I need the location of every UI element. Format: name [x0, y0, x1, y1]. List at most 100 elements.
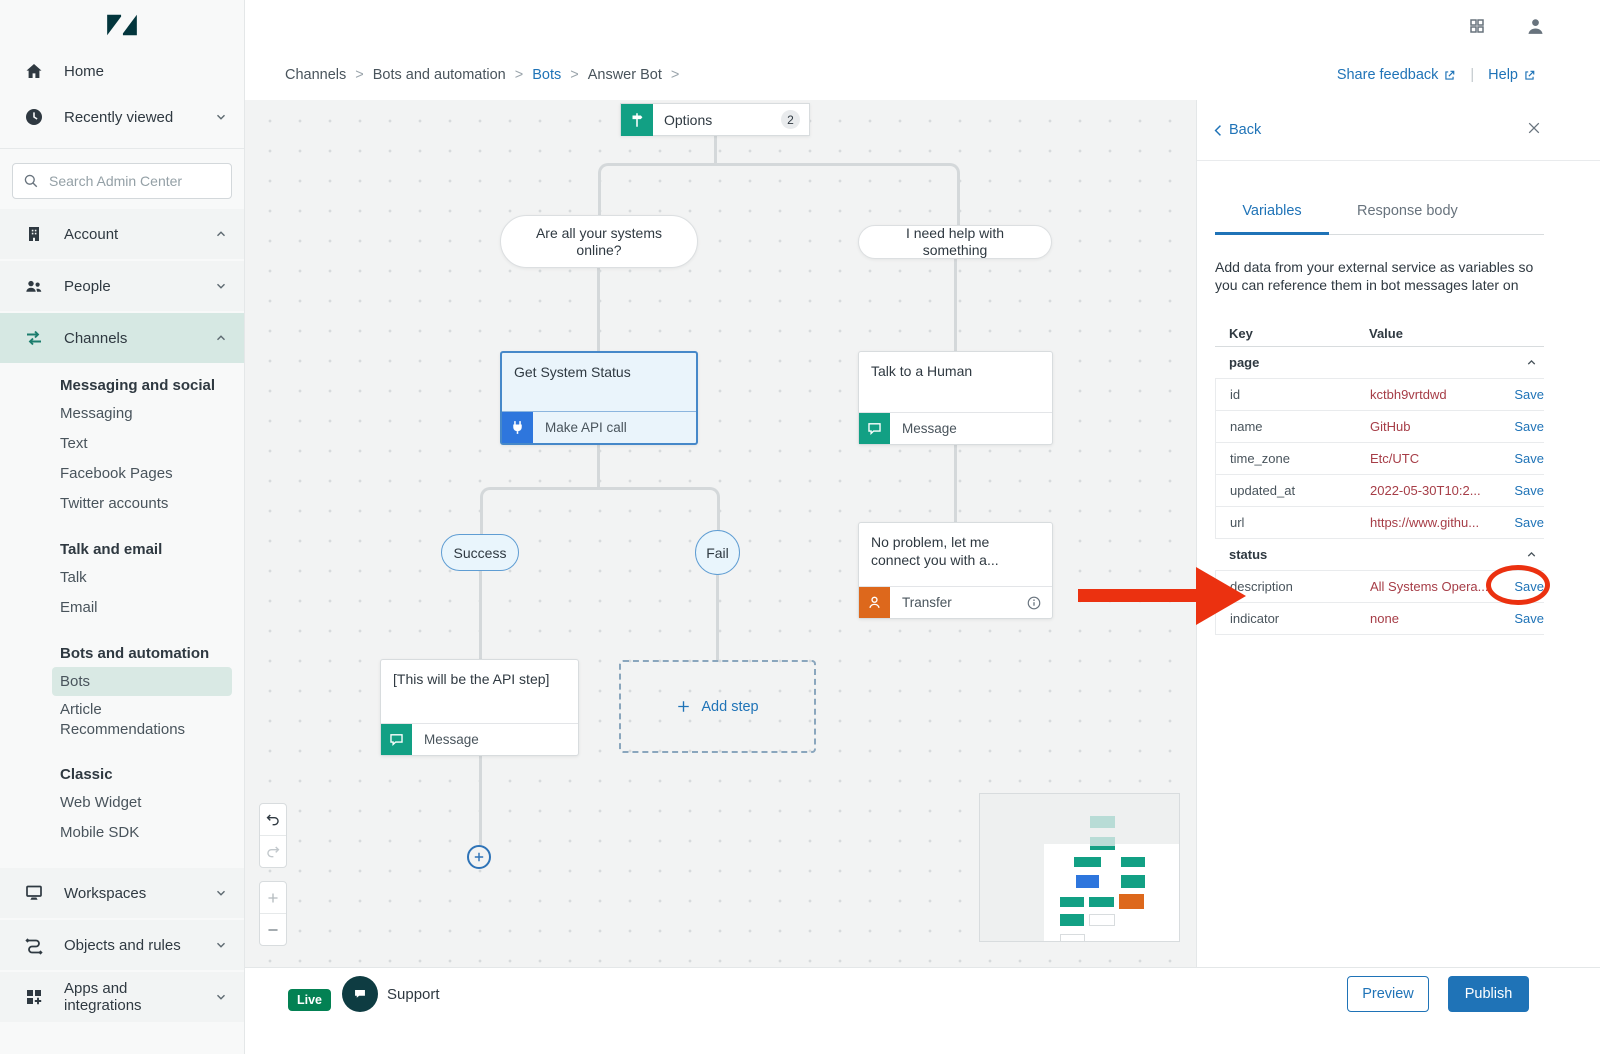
- sidebar-item-bots[interactable]: Bots: [52, 667, 232, 696]
- close-icon[interactable]: [1526, 120, 1542, 136]
- connector: [714, 133, 717, 163]
- options-count-badge: 2: [781, 110, 800, 129]
- group-row-page[interactable]: page: [1215, 347, 1544, 378]
- chevron-down-icon: [214, 110, 228, 124]
- panel-description: Add data from your external service as v…: [1215, 259, 1534, 293]
- message-step-node-talk-human[interactable]: Talk to a Human Message: [858, 351, 1053, 445]
- save-link[interactable]: Save: [1514, 419, 1544, 434]
- node-step-type: Message: [424, 732, 479, 747]
- zoom-in-button[interactable]: [260, 882, 286, 913]
- variables-panel: Back Variables Response body Add data fr…: [1196, 100, 1600, 968]
- sidebar-item-people[interactable]: People: [0, 261, 244, 311]
- node-step-type: Make API call: [545, 420, 627, 435]
- save-link[interactable]: Save: [1514, 515, 1544, 530]
- external-link-icon: [1525, 70, 1535, 80]
- chevron-up-icon: [214, 331, 228, 345]
- table-row: updated_at 2022-05-30T10:2... Save: [1216, 475, 1544, 507]
- submenu-group-title: Classic: [60, 766, 113, 783]
- add-step-button[interactable]: Add step: [619, 660, 816, 753]
- redo-button[interactable]: [260, 835, 286, 867]
- branch-node-need-help[interactable]: I need help with something: [858, 225, 1052, 259]
- sidebar-item-apps-and-integrations[interactable]: Apps and integrations: [0, 972, 244, 1022]
- sidebar-item-objects-and-rules[interactable]: Objects and rules: [0, 920, 244, 970]
- user-avatar-icon[interactable]: [1525, 16, 1546, 37]
- connector: [597, 267, 600, 351]
- share-feedback-link[interactable]: Share feedback: [1337, 67, 1457, 83]
- publish-button[interactable]: Publish: [1448, 976, 1529, 1012]
- sidebar-item-workspaces[interactable]: Workspaces: [0, 868, 244, 918]
- options-step-node[interactable]: Options 2: [620, 103, 810, 136]
- sidebar-item-recently-viewed[interactable]: Recently viewed: [0, 94, 244, 140]
- sidebar-item-twitter-accounts[interactable]: Twitter accounts: [60, 495, 169, 512]
- chat-bubble-icon: [859, 412, 890, 444]
- success-branch-node[interactable]: Success: [441, 534, 519, 571]
- sidebar-item-talk[interactable]: Talk: [60, 569, 87, 586]
- sidebar-item-account[interactable]: Account: [0, 209, 244, 259]
- breadcrumb-separator: >: [514, 67, 524, 83]
- breadcrumb-bar: Channels > Bots and automation > Bots > …: [245, 52, 1600, 101]
- sidebar-item-home[interactable]: Home: [0, 48, 244, 94]
- sidebar-item-facebook-pages[interactable]: Facebook Pages: [60, 465, 173, 482]
- connector: [598, 163, 717, 218]
- sidebar-item-web-widget[interactable]: Web Widget: [60, 794, 142, 811]
- branch-node-systems-online[interactable]: Are all your systems online?: [500, 215, 698, 268]
- breadcrumb-channels[interactable]: Channels: [285, 67, 347, 83]
- table-row: id kctbh9vrtdwd Save: [1216, 379, 1544, 411]
- undo-redo-controls: [259, 803, 287, 868]
- connector: [479, 755, 482, 845]
- breadcrumb-separator: >: [670, 67, 680, 83]
- zoom-out-button[interactable]: [260, 913, 286, 945]
- sidebar-item-channels[interactable]: Channels: [0, 313, 244, 363]
- sidebar-item-mobile-sdk[interactable]: Mobile SDK: [60, 824, 140, 841]
- save-link[interactable]: Save: [1514, 451, 1544, 466]
- top-bar: [245, 0, 1600, 53]
- sidebar-item-label: Workspaces: [64, 884, 147, 902]
- building-icon: [24, 224, 44, 244]
- node-title: No problem, let me connect you with a...: [871, 534, 999, 568]
- search-input[interactable]: [47, 172, 221, 190]
- save-link[interactable]: Save: [1514, 387, 1544, 402]
- tab-response-body[interactable]: Response body: [1357, 203, 1458, 219]
- sidebar-item-label: Recently viewed: [64, 108, 174, 126]
- insert-step-button[interactable]: [467, 845, 491, 869]
- table-row: time_zone Etc/UTC Save: [1216, 443, 1544, 475]
- back-button[interactable]: Back: [1213, 122, 1261, 138]
- table-row: indicator none Save: [1216, 603, 1544, 635]
- products-grid-icon[interactable]: [1467, 16, 1487, 37]
- connector: [716, 574, 719, 660]
- value-column-header: Value: [1369, 325, 1403, 341]
- sidebar-item-label: Objects and rules: [64, 936, 181, 954]
- node-title: Talk to a Human: [871, 363, 973, 379]
- submenu-group-title: Talk and email: [60, 541, 163, 558]
- breadcrumb-answer-bot[interactable]: Answer Bot: [587, 67, 662, 83]
- chevron-down-icon: [214, 938, 228, 952]
- sidebar-item-text[interactable]: Text: [60, 435, 88, 452]
- node-step-type: Transfer: [902, 595, 952, 610]
- tab-variables[interactable]: Variables: [1215, 203, 1329, 235]
- person-icon: [859, 586, 890, 618]
- minimap-viewport[interactable]: [1044, 844, 1179, 941]
- message-step-node-api-step[interactable]: [This will be the API step] Message: [380, 659, 579, 756]
- variables-table: Key Value page id kctbh9vrtdwd Save name…: [1215, 320, 1544, 635]
- admin-search[interactable]: [12, 163, 232, 199]
- info-icon[interactable]: [1026, 595, 1042, 611]
- transfer-step-node[interactable]: No problem, let me connect you with a...…: [858, 522, 1053, 619]
- sidebar-item-email[interactable]: Email: [60, 599, 98, 616]
- api-call-step-node[interactable]: Get System Status Make API call: [500, 351, 698, 445]
- preview-button[interactable]: Preview: [1347, 976, 1429, 1012]
- save-link[interactable]: Save: [1514, 611, 1544, 626]
- plug-icon: [502, 411, 533, 443]
- minus-icon: [268, 928, 278, 931]
- annotation-arrow-head: [1196, 567, 1246, 625]
- save-link[interactable]: Save: [1514, 483, 1544, 498]
- help-link[interactable]: Help: [1488, 67, 1536, 83]
- sidebar-item-article-recommendations[interactable]: Article Recommendations: [60, 701, 186, 738]
- breadcrumb-bots-link[interactable]: Bots: [532, 67, 562, 83]
- breadcrumb-bots-and-automation[interactable]: Bots and automation: [372, 67, 506, 83]
- sidebar-item-messaging[interactable]: Messaging: [60, 405, 133, 422]
- fail-branch-node[interactable]: Fail: [695, 530, 740, 575]
- sidebar-divider: [0, 148, 244, 149]
- group-row-status[interactable]: status: [1215, 539, 1544, 570]
- undo-button[interactable]: [260, 804, 286, 835]
- flow-minimap[interactable]: [979, 793, 1180, 942]
